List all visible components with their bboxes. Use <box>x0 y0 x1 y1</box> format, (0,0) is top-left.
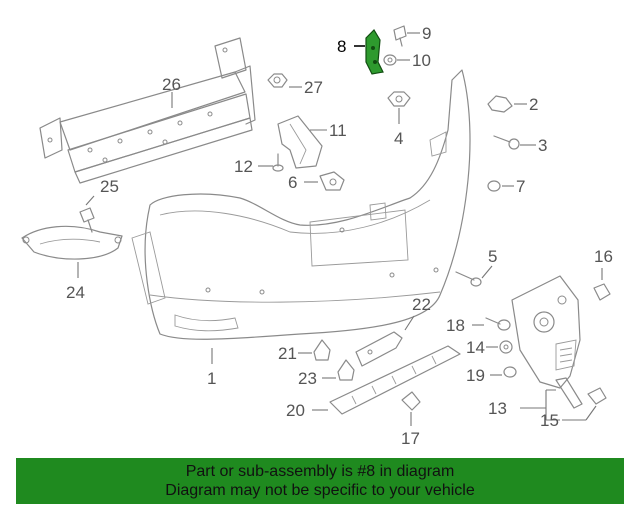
callout-7[interactable]: 7 <box>516 177 525 196</box>
callout-26[interactable]: 26 <box>162 75 181 94</box>
part-3-bolt[interactable] <box>493 135 520 150</box>
callout-6[interactable]: 6 <box>288 173 297 192</box>
callout-27[interactable]: 27 <box>304 78 323 97</box>
callout-13[interactable]: 13 <box>488 399 507 418</box>
part-17-retainer[interactable] <box>401 391 421 411</box>
part-info-banner: Part or sub-assembly is #8 in diagram Di… <box>16 458 624 504</box>
callout-19[interactable]: 19 <box>466 366 485 385</box>
part-11-bracket[interactable] <box>277 115 323 169</box>
leader-15 <box>562 405 597 421</box>
leader-5 <box>481 265 493 279</box>
part-4-clip[interactable] <box>387 91 411 107</box>
part-7-grommet[interactable] <box>487 180 501 192</box>
callout-21[interactable]: 21 <box>278 344 297 363</box>
callout-1[interactable]: 1 <box>207 369 216 388</box>
part-13-side-bracket[interactable] <box>511 275 583 409</box>
callout-12[interactable]: 12 <box>234 157 253 176</box>
part-9-bolt[interactable] <box>393 25 407 47</box>
part-27-nut[interactable] <box>267 73 288 88</box>
part-6-sensor[interactable] <box>319 171 345 191</box>
exploded-parts-diagram: 26 27 8 9 10 4 2 3 <box>21 24 613 448</box>
part-12-bolt[interactable] <box>272 153 284 172</box>
callout-9[interactable]: 9 <box>422 24 431 43</box>
banner-line-2: Diagram may not be specific to your vehi… <box>165 482 475 499</box>
leader-22 <box>404 315 415 331</box>
callout-3[interactable]: 3 <box>538 136 547 155</box>
part-23-clip[interactable] <box>337 359 355 381</box>
part-20-absorber[interactable] <box>329 345 461 415</box>
callout-15[interactable]: 15 <box>540 411 559 430</box>
callout-24[interactable]: 24 <box>66 283 85 302</box>
callout-25[interactable]: 25 <box>100 177 119 196</box>
part-2-retainer[interactable] <box>487 95 513 113</box>
callout-5[interactable]: 5 <box>488 247 497 266</box>
part-18-bolt[interactable] <box>485 317 511 331</box>
part-24-reflector[interactable] <box>21 225 123 260</box>
callout-4[interactable]: 4 <box>394 129 403 148</box>
leader-13 <box>520 389 560 421</box>
part-8-bracket[interactable] <box>365 29 384 75</box>
callout-8[interactable]: 8 <box>337 37 346 56</box>
leader-25 <box>85 195 95 206</box>
part-19-grommet[interactable] <box>503 366 517 378</box>
callout-16[interactable]: 16 <box>594 247 613 266</box>
callout-18[interactable]: 18 <box>446 316 465 335</box>
callout-2[interactable]: 2 <box>529 95 538 114</box>
callout-11[interactable]: 11 <box>329 121 347 140</box>
part-26-reinforcement-beam[interactable] <box>39 37 256 184</box>
callout-20[interactable]: 20 <box>286 401 305 420</box>
part-10-nut[interactable] <box>383 54 397 66</box>
part-15-clip[interactable] <box>587 387 607 405</box>
callout-23[interactable]: 23 <box>298 369 317 388</box>
part-22-bracket[interactable] <box>355 331 403 367</box>
part-5-bolt[interactable] <box>455 271 482 287</box>
callout-14[interactable]: 14 <box>466 338 485 357</box>
part-21-clip[interactable] <box>313 339 331 361</box>
callout-10[interactable]: 10 <box>412 51 431 70</box>
part-14-nut[interactable] <box>499 340 513 354</box>
callout-22[interactable]: 22 <box>412 295 431 314</box>
part-1-bumper-cover[interactable] <box>131 69 471 340</box>
callout-17[interactable]: 17 <box>401 429 420 448</box>
banner-line-1: Part or sub-assembly is #8 in diagram <box>185 463 455 480</box>
part-16-clip[interactable] <box>593 283 611 301</box>
